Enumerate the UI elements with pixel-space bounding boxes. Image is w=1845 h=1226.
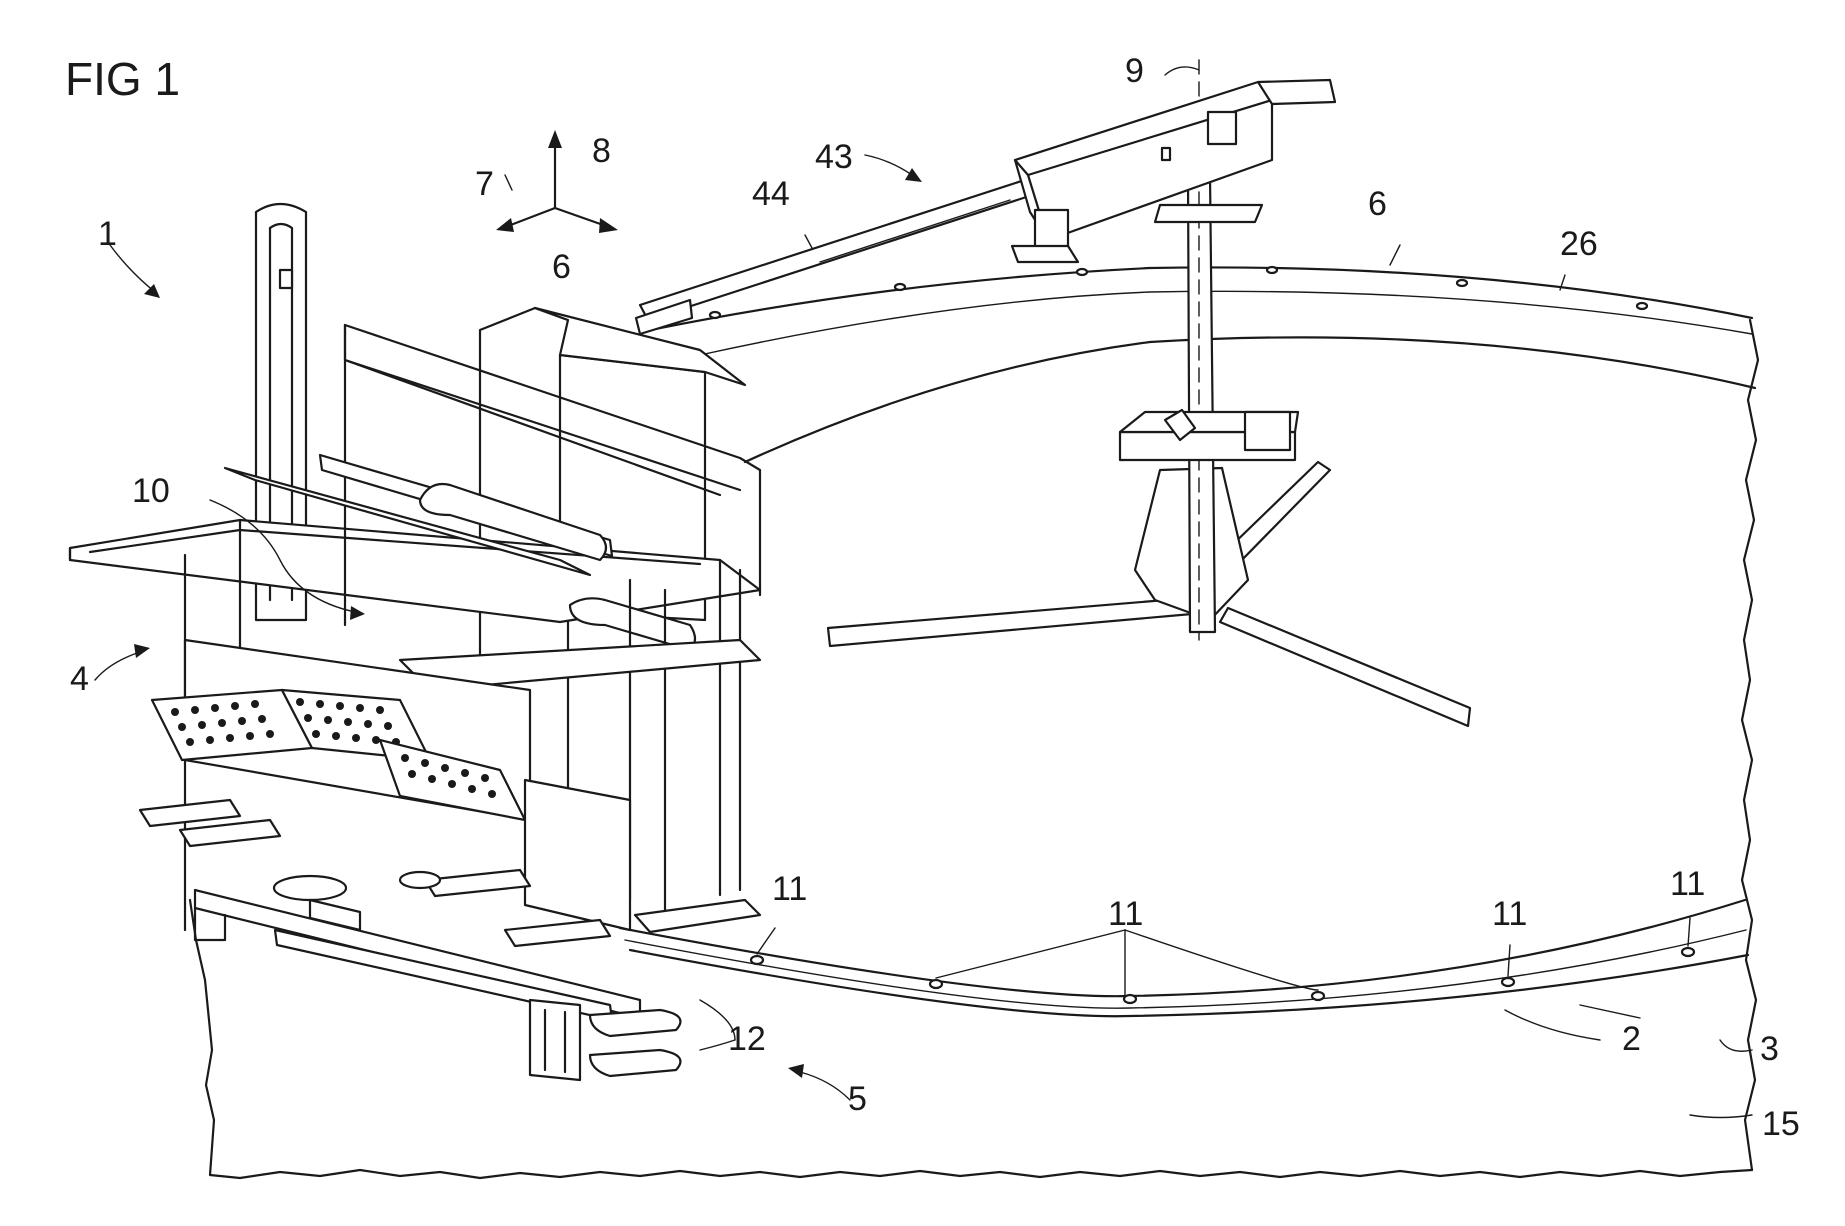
- label-6-direction: 6: [1368, 185, 1387, 223]
- figure-title: FIG 1: [65, 53, 180, 105]
- label-7: 7: [475, 165, 494, 203]
- annular-track-2: [620, 900, 1748, 1016]
- label-4: 4: [70, 660, 89, 698]
- label-15: 15: [1762, 1105, 1800, 1143]
- label-11-a: 11: [772, 870, 807, 908]
- label-10: 10: [132, 472, 170, 510]
- label-8: 8: [592, 132, 611, 170]
- label-11-d: 11: [1670, 865, 1705, 903]
- label-43: 43: [815, 138, 853, 176]
- label-11-c: 11: [1492, 895, 1527, 933]
- label-1: 1: [98, 215, 117, 253]
- label-26: 26: [1560, 225, 1598, 263]
- label-3: 3: [1760, 1030, 1779, 1068]
- label-6-axis: 6: [552, 248, 571, 286]
- label-44: 44: [752, 175, 790, 213]
- label-12: 12: [728, 1020, 766, 1058]
- label-9: 9: [1125, 52, 1144, 90]
- machine-assembly: [70, 204, 760, 1080]
- label-5: 5: [848, 1080, 867, 1118]
- label-11-b: 11: [1108, 895, 1143, 933]
- label-2: 2: [1622, 1020, 1641, 1058]
